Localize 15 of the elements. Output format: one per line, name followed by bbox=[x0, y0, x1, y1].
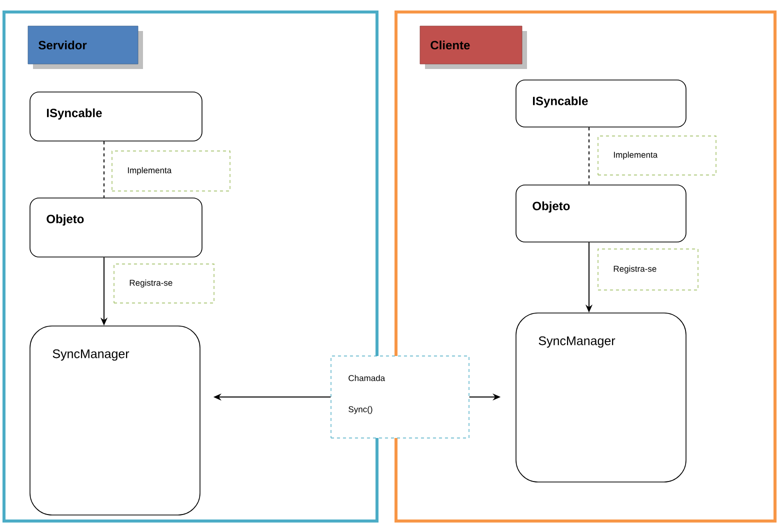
note-box: Registra-se bbox=[114, 264, 214, 304]
process-box: SyncManager bbox=[516, 312, 686, 482]
heading-box: Servidor bbox=[28, 26, 143, 69]
connector-line bbox=[588, 126, 590, 186]
process-box: ISyncable bbox=[30, 92, 202, 142]
panel-frame bbox=[394, 10, 776, 522]
process-box: Objeto bbox=[30, 198, 202, 258]
process-box: ISyncable bbox=[516, 80, 686, 128]
heading-box: Cliente bbox=[420, 26, 527, 69]
note-box: Implementa bbox=[598, 136, 716, 176]
process-box: SyncManager bbox=[30, 326, 200, 516]
note-box: Implementa bbox=[112, 150, 230, 192]
process-box: Objeto bbox=[516, 184, 686, 242]
call-box: Chamada Sync() bbox=[330, 356, 470, 438]
note-box: Registra-se bbox=[598, 248, 698, 290]
